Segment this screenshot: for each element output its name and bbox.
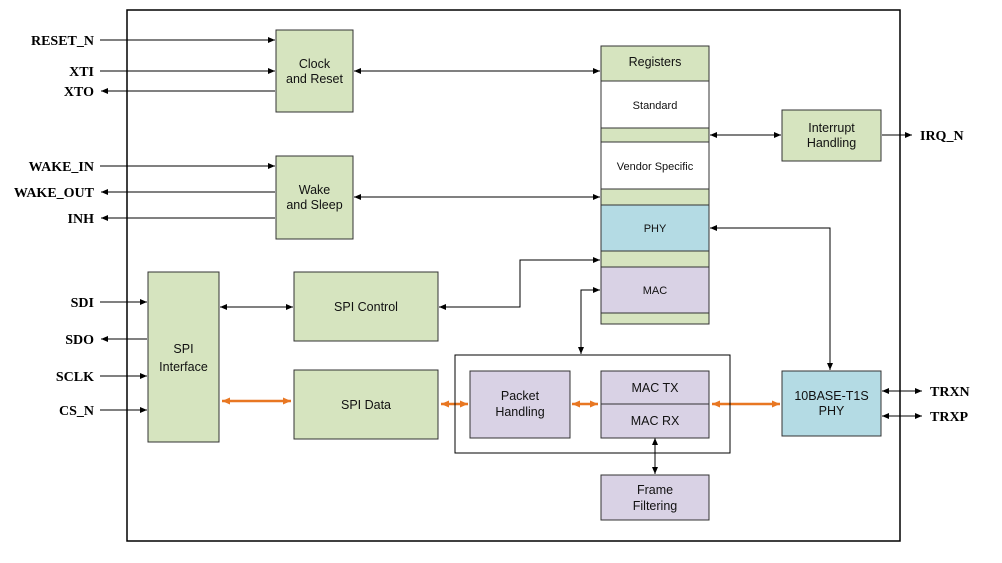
phy-10base-label-1: 10BASE-T1S: [794, 389, 868, 403]
standard-register-block: [600, 80, 710, 129]
phy-reg-label: PHY: [644, 223, 667, 235]
registers-label: Registers: [629, 55, 682, 69]
mac-tx-label: MAC TX: [632, 381, 680, 395]
spi-control-registers-link: [439, 257, 600, 310]
pin-inh: INH: [68, 212, 95, 227]
packet-handling-label-1: Packet: [501, 389, 540, 403]
pin-sdi: SDI: [71, 296, 94, 311]
pin-trxn: TRXN: [930, 385, 970, 400]
standard-label: Standard: [633, 100, 678, 112]
wake-sleep-block: [275, 155, 354, 240]
pin-sclk: SCLK: [56, 370, 94, 385]
pin-irq-n: IRQ_N: [920, 129, 964, 144]
frame-filtering-label-1: Frame: [637, 483, 673, 497]
pin-reset-n: RESET_N: [31, 34, 94, 49]
spi-data-block: [293, 369, 439, 440]
clock-reset-label-1: Clock: [299, 57, 331, 71]
pin-cs-n: CS_N: [59, 404, 94, 419]
frame-filtering-label-2: Filtering: [633, 499, 678, 513]
phy-reg-phy-link: [710, 225, 833, 370]
spi-interface-block: [147, 271, 220, 443]
spi-data-label: SPI Data: [341, 398, 391, 412]
pin-xto: XTO: [64, 85, 94, 100]
pin-xti: XTI: [69, 65, 94, 80]
interrupt-label-2: Handling: [807, 136, 856, 150]
pin-trxp: TRXP: [930, 410, 969, 425]
pin-wake-out: WAKE_OUT: [14, 186, 95, 201]
interrupt-label-1: Interrupt: [808, 121, 855, 135]
interrupt-block: [781, 109, 882, 162]
spi-control-block: [293, 271, 439, 342]
mac-register-block: [600, 266, 710, 314]
mac-reg-label: MAC: [643, 285, 668, 297]
spi-control-label: SPI Control: [334, 300, 398, 314]
spi-interface-label-1: SPI: [173, 342, 193, 356]
phy-10base-block: [781, 370, 882, 437]
frame-filtering-block: [600, 474, 710, 521]
phy-register-block: [600, 204, 710, 252]
pin-sdo: SDO: [65, 333, 94, 348]
vendor-specific-register-block: [600, 141, 710, 190]
clock-reset-label-2: and Reset: [286, 72, 344, 86]
pin-wake-in: WAKE_IN: [29, 160, 94, 175]
vendor-specific-label: Vendor Specific: [617, 161, 694, 173]
wake-sleep-label-2: and Sleep: [286, 198, 342, 212]
spi-interface-label-2: Interface: [159, 360, 208, 374]
packet-handling-label-2: Handling: [495, 405, 544, 419]
clock-reset-block: [275, 29, 354, 113]
wake-sleep-label-1: Wake: [299, 183, 331, 197]
chip-outline: [126, 9, 901, 542]
mac-reg-mac-link: [578, 287, 600, 354]
mac-group-container: [454, 354, 731, 454]
phy-10base-label-2: PHY: [819, 404, 845, 418]
packet-handling-block: [469, 370, 571, 439]
mac-rx-label: MAC RX: [631, 414, 680, 428]
